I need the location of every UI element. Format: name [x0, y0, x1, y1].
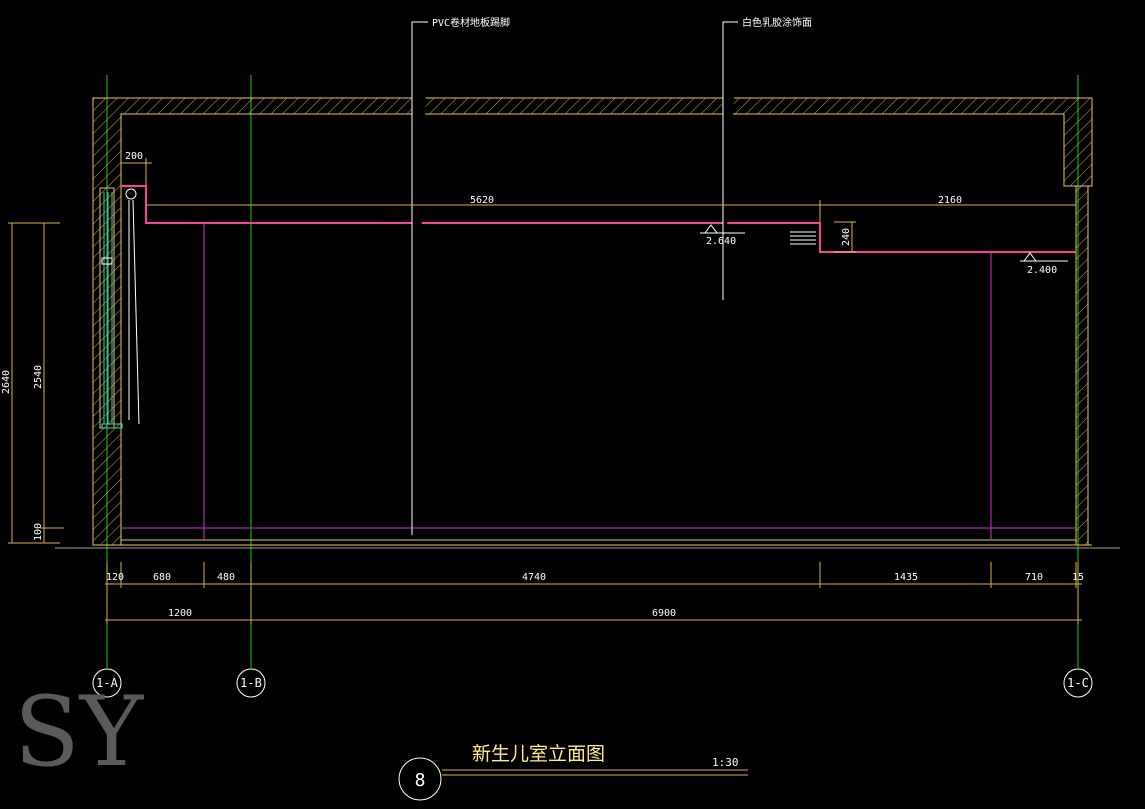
wall-section: [55, 97, 1120, 549]
dim-240: 240: [841, 228, 852, 246]
level-markers: [700, 224, 1068, 262]
axis-label-1a: 1-A: [96, 676, 118, 690]
dim-bottom-6900: 6900: [652, 608, 676, 619]
dim-2160: 2160: [938, 195, 962, 206]
drawing-scale: 1:30: [712, 756, 739, 769]
drawing-index-circle: [398, 757, 442, 801]
dim-2540: 2540: [33, 365, 44, 389]
dim-200: 200: [125, 151, 143, 162]
dim-bottom-710: 710: [1025, 572, 1043, 583]
axis-label-1c: 1-C: [1067, 676, 1089, 690]
right-wall: [1075, 185, 1089, 546]
ceiling-slab: [92, 97, 1093, 546]
level-high: 2.640: [706, 236, 736, 247]
dim-bottom-1435: 1435: [894, 572, 918, 583]
watermark: SY: [14, 676, 145, 788]
dim-bottom-480: 480: [217, 572, 235, 583]
axis-bubble-1c: [1063, 668, 1093, 698]
axis-grid-lines: [106, 75, 1079, 668]
dim-2640: 2640: [1, 370, 12, 394]
window-element: [99, 187, 140, 429]
axis-bubble-1a: [92, 668, 122, 698]
annotation-wall-finish: 白色乳胶涂饰面: [742, 16, 812, 29]
axis-bubble-1b: [236, 668, 266, 698]
skirting-lines: [121, 223, 1076, 540]
dim-bottom-15: 15: [1072, 572, 1084, 583]
vent-icon: [790, 231, 816, 245]
left-dimensions: [8, 222, 64, 544]
axis-bubbles: [92, 668, 1093, 698]
top-dimensions: [121, 158, 1076, 253]
dim-bottom-680: 680: [153, 572, 171, 583]
ceiling-outline: [121, 185, 1076, 253]
dim-100: 100: [33, 523, 44, 541]
annotation-leaders: [411, 21, 738, 535]
dim-bottom-1200: 1200: [168, 608, 192, 619]
dim-bottom-120: 120: [106, 572, 124, 583]
title-block: [398, 757, 748, 801]
dim-5620: 5620: [470, 195, 494, 206]
drawing-index: 8: [415, 770, 426, 791]
annotation-floor-material: PVC卷材地板踢脚: [432, 16, 510, 29]
curtain-rod-icon: [125, 188, 137, 200]
dim-bottom-4740: 4740: [522, 572, 546, 583]
bottom-dimensions: [105, 562, 1082, 624]
axis-label-1b: 1-B: [240, 676, 262, 690]
level-low: 2.400: [1027, 265, 1057, 276]
drawing-title: 新生儿室立面图: [472, 743, 605, 765]
